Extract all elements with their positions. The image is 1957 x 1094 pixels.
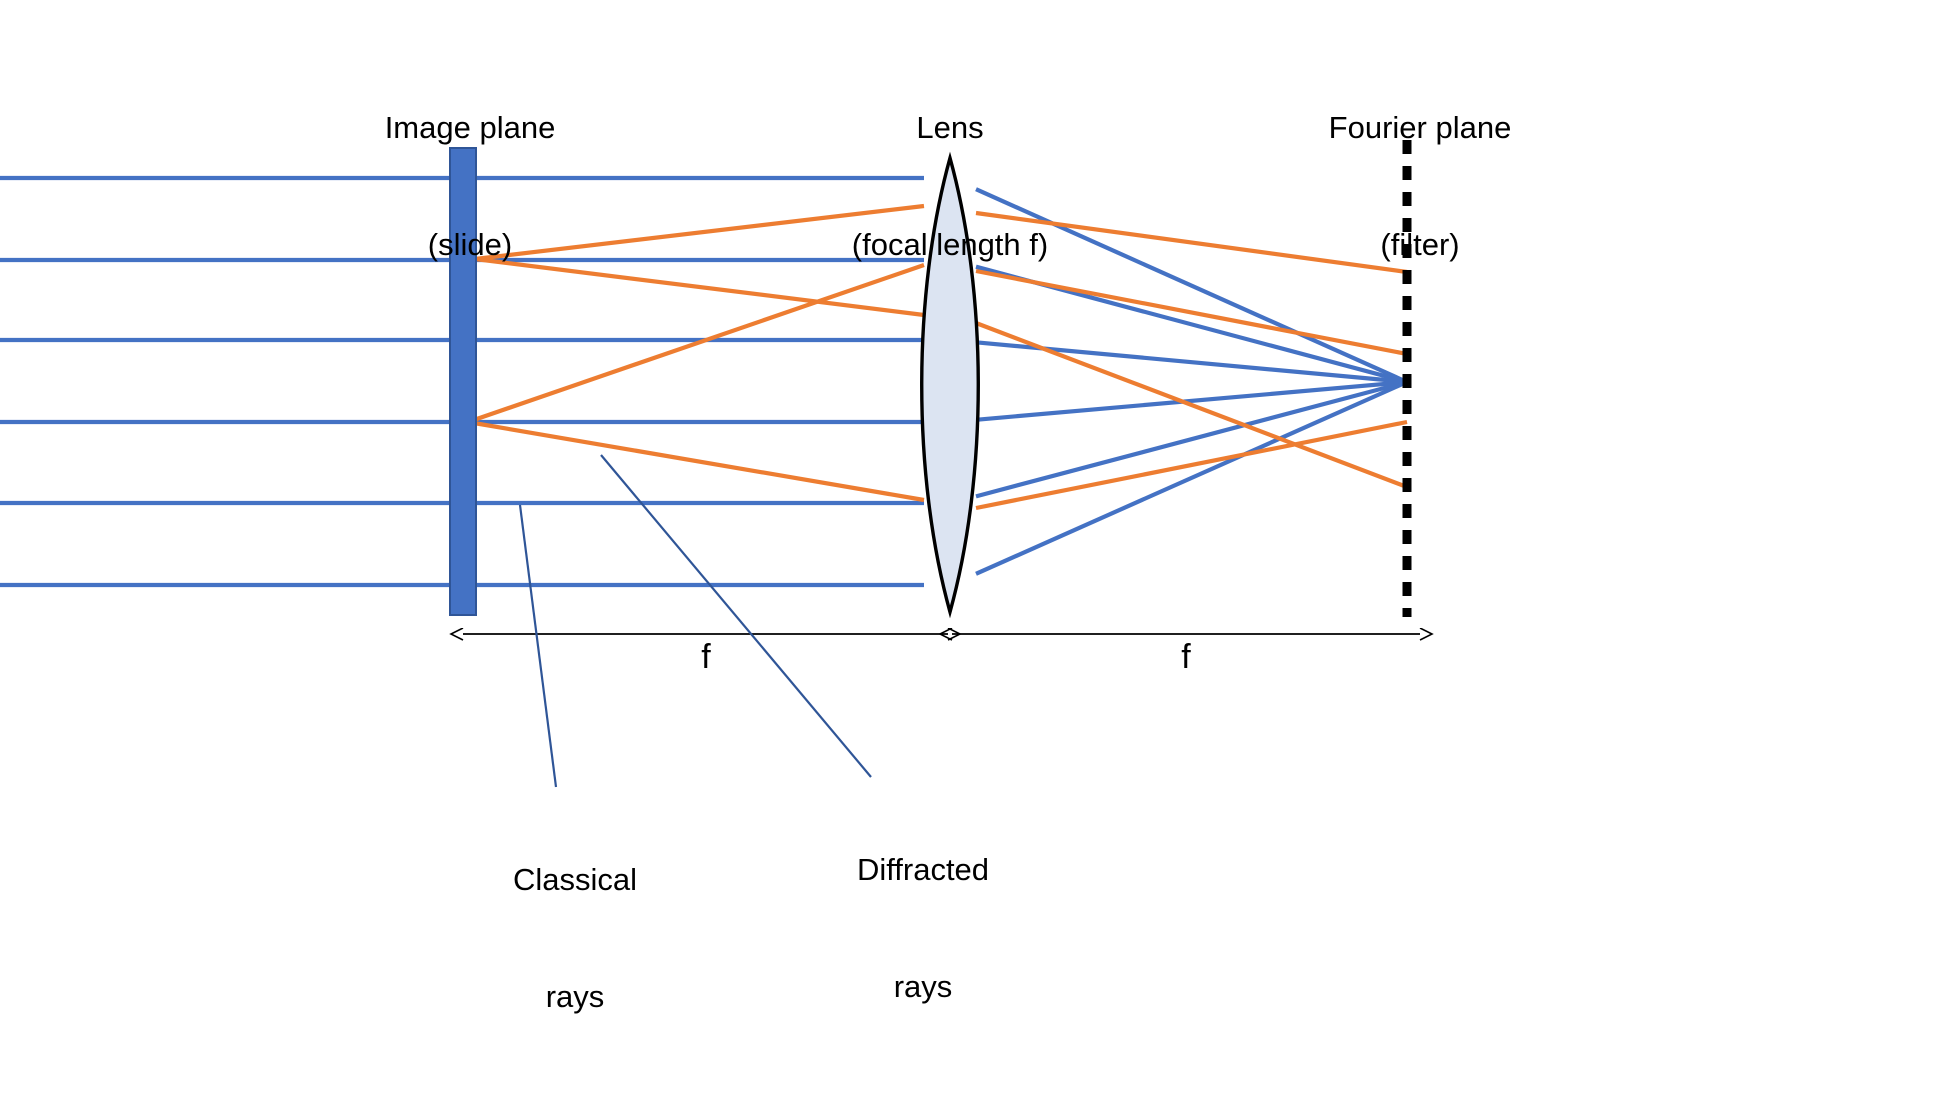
classical-ray-outgoing-4 — [975, 379, 1408, 499]
diffracted-ray-in-1 — [474, 256, 925, 318]
converging-lens — [920, 151, 980, 619]
lens-label-line1: Lens — [916, 110, 984, 146]
image-plane-label-line1: Image plane — [384, 110, 556, 146]
optics-ray-diagram: Image plane (slide) Lens (focal length f… — [0, 30, 1957, 1015]
lens-label-line2: (focal length f) — [851, 227, 1049, 263]
diffracted-ray-out-3 — [975, 419, 1408, 511]
lens-label: Lens (focal length f) — [650, 30, 1250, 342]
diffracted-ray-out-1 — [975, 321, 1408, 489]
callout-leader-lines — [518, 454, 872, 788]
diffracted-ray-out-2 — [975, 268, 1408, 357]
fourier-plane-label-line1: Fourier plane — [1328, 110, 1512, 146]
callout-leader-1 — [600, 454, 872, 778]
focal-length-left-label: f — [701, 638, 711, 676]
diffracted-rays-group — [467, 203, 1408, 511]
diffracted-ray-in-2 — [467, 263, 925, 424]
classical-ray-outgoing-3 — [975, 379, 1408, 422]
classical-rays-label-line1: Classical — [512, 862, 638, 898]
fourier-plane-label: Fourier plane (filter) — [1120, 30, 1720, 342]
focal-length-right-label: f — [1181, 638, 1191, 676]
diagram-canvas — [0, 140, 1957, 788]
image-plane-label: Image plane (slide) — [170, 30, 770, 342]
classical-ray-outgoing-5 — [975, 380, 1408, 576]
diffracted-ray-in-3 — [467, 419, 925, 503]
diffracted-rays-callout-label: Diffracted rays — [623, 772, 1223, 1084]
slide-rect — [449, 147, 477, 616]
diffracted-rays-label-line2: rays — [893, 969, 953, 1005]
diffracted-ray-in-0 — [474, 203, 925, 262]
diffracted-ray-out-0 — [975, 210, 1408, 275]
diffracted-rays-label-line1: Diffracted — [856, 852, 990, 888]
image-plane-slide — [449, 147, 477, 616]
image-plane-label-line2: (slide) — [427, 227, 513, 263]
lens-shape — [920, 151, 980, 619]
callout-leader-0 — [518, 504, 558, 788]
fourier-plane-label-line2: (filter) — [1380, 227, 1460, 263]
